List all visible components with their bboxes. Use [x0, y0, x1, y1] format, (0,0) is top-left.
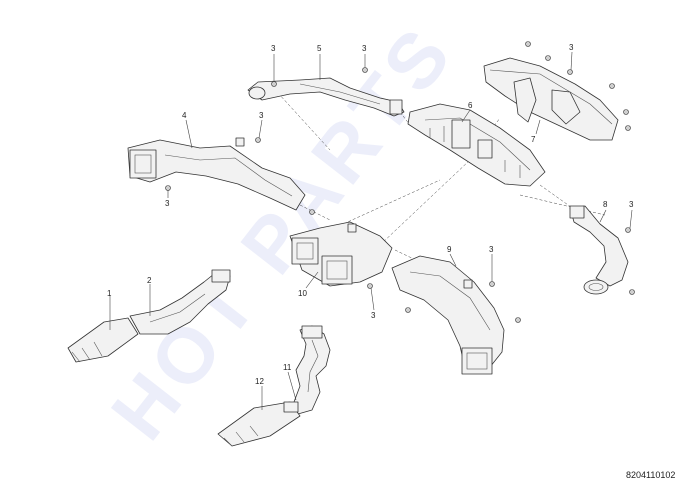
duct-part-2: [129, 269, 231, 335]
screws: [165, 41, 635, 323]
callouts: 3 5 3 3 3 4 6 7 3 8 3 9 3 10 3 2 1 11 12: [107, 43, 634, 386]
callout-4: 4: [182, 111, 187, 120]
callout-8: 8: [603, 200, 608, 209]
duct-part-10: [289, 221, 393, 287]
duct-part-9: [391, 255, 505, 375]
duct-part-5: [247, 77, 405, 117]
callout-1: 1: [107, 289, 112, 298]
callout-3: 3: [629, 200, 634, 209]
outlet-part-12: [217, 401, 301, 447]
bracket-part-6: [407, 103, 546, 187]
callout-9: 9: [447, 245, 452, 254]
callout-12: 12: [255, 377, 264, 386]
duct-part-4: [127, 137, 306, 211]
callout-3: 3: [489, 245, 494, 254]
callout-7: 7: [531, 135, 536, 144]
callout-3: 3: [362, 44, 367, 53]
leader-lines: [109, 51, 633, 410]
reference-code: 8204110102: [626, 470, 676, 480]
callout-6: 6: [468, 101, 473, 110]
duct-part-11: [293, 325, 331, 415]
bracket-part-7: [483, 57, 619, 141]
duct-part-8: [569, 205, 629, 295]
callout-3: 3: [165, 199, 170, 208]
callout-3: 3: [259, 111, 264, 120]
callout-3: 3: [271, 44, 276, 53]
outlet-part-1: [67, 317, 139, 363]
callout-10: 10: [298, 289, 307, 298]
callout-5: 5: [317, 44, 322, 53]
callout-11: 11: [283, 363, 292, 372]
callout-3: 3: [569, 43, 574, 52]
callout-3: 3: [371, 311, 376, 320]
callout-2: 2: [147, 276, 152, 285]
watermark: HOT PARTS: [94, 8, 470, 455]
